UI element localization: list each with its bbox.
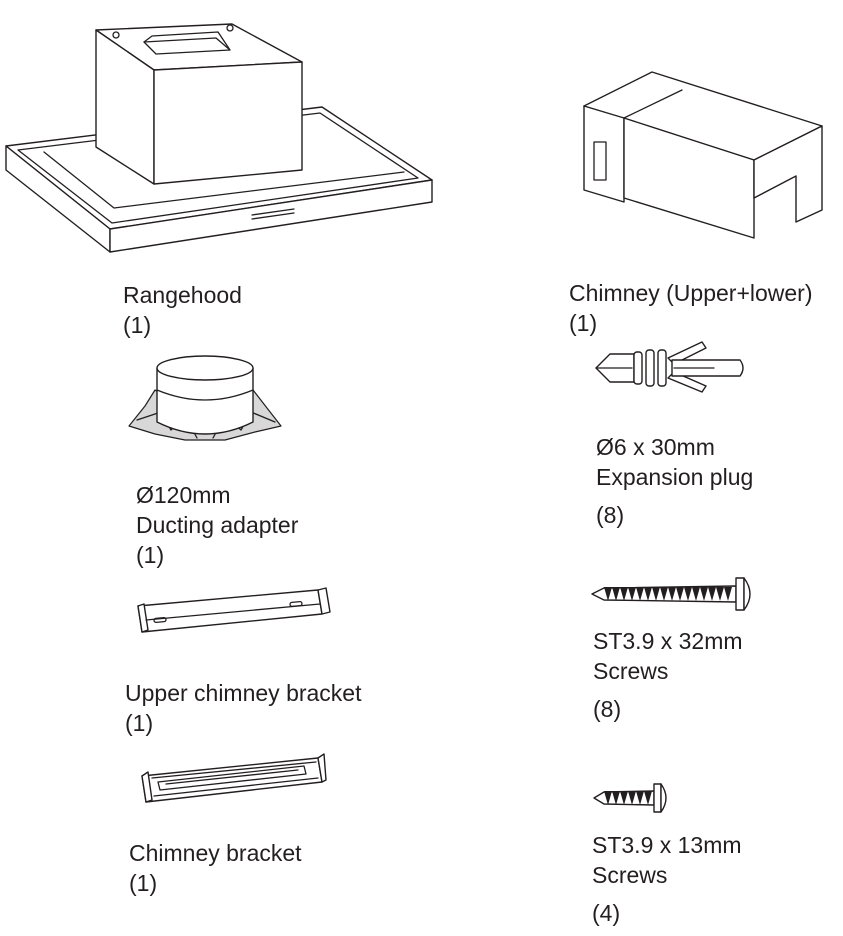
rangehood-icon — [4, 12, 436, 257]
rangehood-qty: (1) — [123, 312, 152, 338]
expansion-plug-icon — [594, 338, 750, 394]
chimney-label: Chimney (Upper+lower) (1) — [569, 278, 813, 338]
screw-13mm-icon — [592, 780, 672, 816]
screw-32mm-icon — [590, 574, 756, 614]
ducting-adapter-label: Ø120mm Ducting adapter (1) — [136, 480, 298, 570]
rangehood-label: Rangehood (1) — [123, 280, 242, 340]
chimney-name: Chimney (Upper+lower) — [569, 280, 813, 306]
screws-32-size: ST3.9 x 32mm — [593, 628, 743, 654]
chimney-bracket-label: Chimney bracket (1) — [129, 838, 302, 898]
screws-13-size: ST3.9 x 13mm — [592, 832, 742, 858]
ducting-adapter-qty: (1) — [136, 542, 165, 568]
upper-chimney-bracket-icon — [134, 584, 334, 640]
expansion-plug-size: Ø6 x 30mm — [596, 434, 715, 460]
chimney-icon — [582, 70, 824, 240]
chimney-qty: (1) — [569, 310, 598, 336]
ducting-adapter-size: Ø120mm — [136, 482, 231, 508]
screws-13-name: Screws — [592, 862, 668, 888]
chimney-bracket-icon — [138, 752, 328, 808]
screws-13-qty: (4) — [592, 900, 621, 926]
screws-32-name: Screws — [593, 658, 669, 684]
ducting-adapter-icon — [125, 350, 285, 446]
chimney-bracket-qty: (1) — [129, 870, 158, 896]
rangehood-name: Rangehood — [123, 282, 242, 308]
upper-chimney-bracket-label: Upper chimney bracket (1) — [125, 678, 362, 738]
expansion-plug-qty: (8) — [596, 502, 625, 528]
expansion-plug-label: Ø6 x 30mm Expansion plug (8) — [596, 432, 753, 530]
upper-chimney-bracket-name: Upper chimney bracket — [125, 680, 362, 706]
upper-chimney-bracket-qty: (1) — [125, 710, 154, 736]
screws-13-label: ST3.9 x 13mm Screws (4) — [592, 830, 742, 928]
chimney-bracket-name: Chimney bracket — [129, 840, 302, 866]
screws-32-qty: (8) — [593, 696, 622, 722]
screws-32-label: ST3.9 x 32mm Screws (8) — [593, 626, 743, 724]
ducting-adapter-name: Ducting adapter — [136, 512, 299, 538]
expansion-plug-name: Expansion plug — [596, 464, 754, 490]
